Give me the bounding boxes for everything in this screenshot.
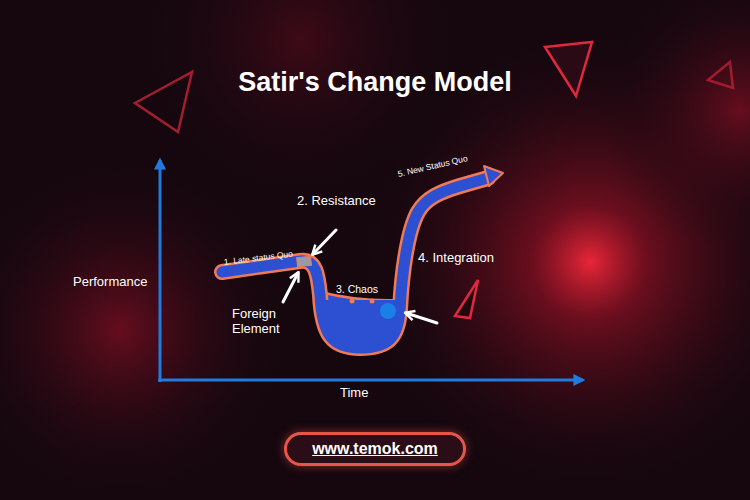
title: Satir's Change Model xyxy=(238,67,511,98)
url-text: www.temok.com xyxy=(287,440,463,458)
stage-label: 2. Resistance xyxy=(297,194,376,209)
pointer-arrows xyxy=(283,230,437,323)
stage-label: 3. Chaos xyxy=(336,283,378,295)
glow xyxy=(600,0,750,250)
link-button: www.temok.com xyxy=(284,432,466,466)
stage-label: Foreign Element xyxy=(232,307,292,337)
stage-label: 4. Integration xyxy=(418,251,494,266)
axes xyxy=(158,160,583,382)
stage-label: Performance xyxy=(73,275,147,290)
change-curve xyxy=(222,166,503,350)
stage-label: Time xyxy=(340,386,368,401)
